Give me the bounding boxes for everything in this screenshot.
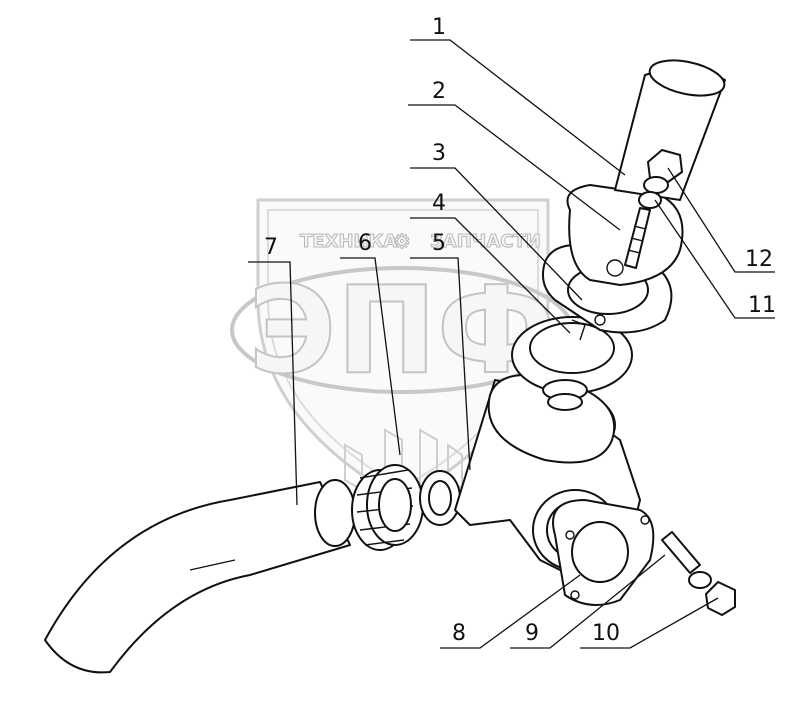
callout-7: 7 bbox=[264, 235, 278, 260]
callout-3: 3 bbox=[432, 141, 446, 166]
part-11-washer bbox=[638, 176, 669, 209]
part-10-bolt-set bbox=[661, 531, 736, 616]
callout-5: 5 bbox=[432, 231, 446, 256]
callout-1: 1 bbox=[432, 15, 446, 40]
part-9-gasket bbox=[552, 499, 655, 606]
callout-6: 6 bbox=[358, 231, 372, 256]
gear-icon: ⚙ bbox=[393, 229, 411, 253]
callout-12: 12 bbox=[745, 247, 773, 272]
callout-11: 11 bbox=[748, 293, 776, 318]
callout-10: 10 bbox=[592, 621, 620, 646]
part-6-clamp bbox=[351, 464, 424, 551]
callout-4: 4 bbox=[432, 191, 446, 216]
callout-9: 9 bbox=[525, 621, 539, 646]
watermark: ТЕХНИКА ⚙ ЗАПЧАСТИ ЭПФ bbox=[230, 198, 574, 502]
callout-2: 2 bbox=[432, 79, 446, 104]
part-1-pipe-flange bbox=[566, 59, 726, 286]
watermark-brand-right: ЗАПЧАСТИ bbox=[430, 231, 541, 252]
watermark-brand-left: ТЕХНИКА bbox=[300, 231, 397, 252]
callout-8: 8 bbox=[452, 621, 466, 646]
part-4-thermostat bbox=[511, 316, 633, 411]
callout-labels: 1 2 3 4 5 6 7 8 9 10 11 12 bbox=[264, 15, 776, 646]
part-5-seal-ring bbox=[419, 470, 461, 526]
part-2-stud bbox=[624, 207, 651, 269]
part-7-hose bbox=[44, 479, 356, 674]
leader-lines bbox=[248, 39, 775, 649]
